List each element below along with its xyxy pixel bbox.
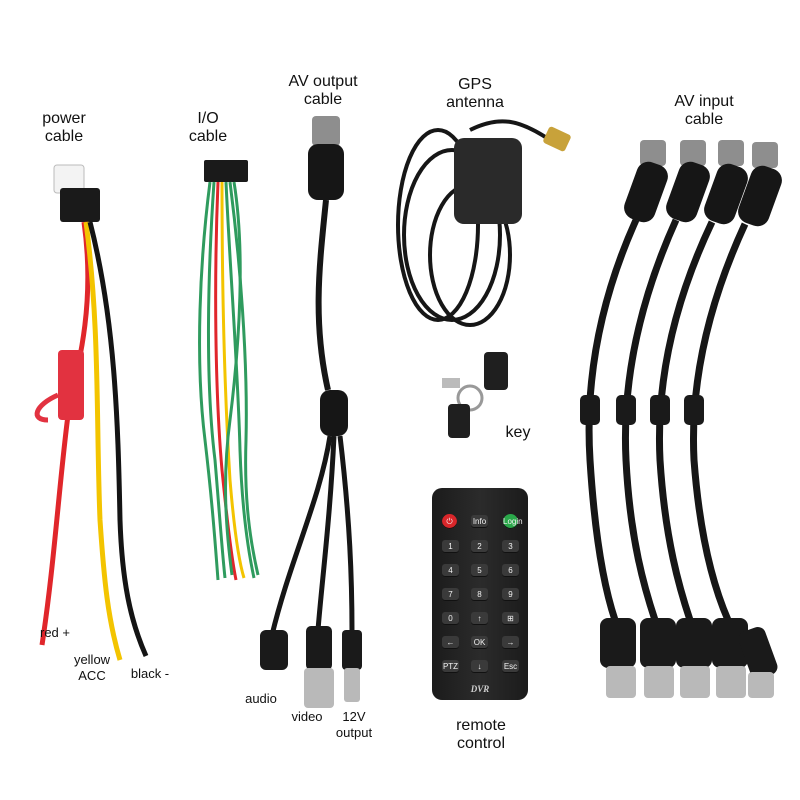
remote-ok-button[interactable]: OK	[471, 636, 488, 649]
label-av-input-cable: AV input cable	[674, 93, 734, 128]
remote-login-button[interactable]: Login	[503, 514, 523, 529]
remote-key-9[interactable]: 9	[502, 588, 519, 601]
remote-power-button[interactable]: ⏻	[442, 514, 457, 529]
remote-right-button[interactable]: →	[502, 636, 519, 649]
av-output-cable	[260, 116, 362, 708]
remote-grid-button[interactable]: ⊞	[502, 612, 519, 625]
label-black-minus: black -	[130, 666, 170, 681]
remote-ptz-button[interactable]: PTZ	[442, 660, 459, 673]
remote-control: ⏻ Info Login 1 2 3 4 5 6 7 8 9 0 ↑ ⊞ ← O…	[432, 488, 528, 700]
label-av-output-cable: AV output cable	[288, 73, 358, 108]
remote-down-button[interactable]: ↓	[471, 660, 488, 673]
power-cable	[34, 164, 149, 661]
remote-key-0[interactable]: 0	[442, 612, 459, 625]
remote-key-6[interactable]: 6	[502, 564, 519, 577]
remote-info-button[interactable]: Info	[471, 515, 488, 528]
label-key: key	[505, 424, 531, 441]
label-gps-antenna: GPS antenna	[446, 76, 504, 111]
av-input-cable	[580, 140, 782, 698]
label-red-plus: red +	[40, 625, 70, 640]
keys	[442, 352, 508, 438]
remote-left-button[interactable]: ←	[442, 636, 459, 649]
remote-key-7[interactable]: 7	[442, 588, 459, 601]
gps-antenna	[396, 119, 571, 327]
label-12v-output: 12V output	[335, 709, 373, 740]
remote-brand: DVR	[470, 684, 490, 694]
label-yellow-acc: yellow ACC	[73, 652, 111, 683]
remote-esc-button[interactable]: Esc	[502, 660, 519, 673]
label-video: video	[291, 709, 323, 724]
remote-key-5[interactable]: 5	[471, 564, 488, 577]
io-cable	[198, 160, 260, 581]
remote-up-button[interactable]: ↑	[471, 612, 488, 625]
label-io-cable: I/O cable	[188, 110, 228, 145]
label-audio: audio	[245, 691, 277, 706]
remote-key-3[interactable]: 3	[502, 540, 519, 553]
remote-key-4[interactable]: 4	[442, 564, 459, 577]
remote-key-1[interactable]: 1	[442, 540, 459, 553]
remote-key-2[interactable]: 2	[471, 540, 488, 553]
label-remote-control: remote control	[456, 717, 506, 752]
label-power-cable: power cable	[42, 110, 86, 145]
remote-key-8[interactable]: 8	[471, 588, 488, 601]
